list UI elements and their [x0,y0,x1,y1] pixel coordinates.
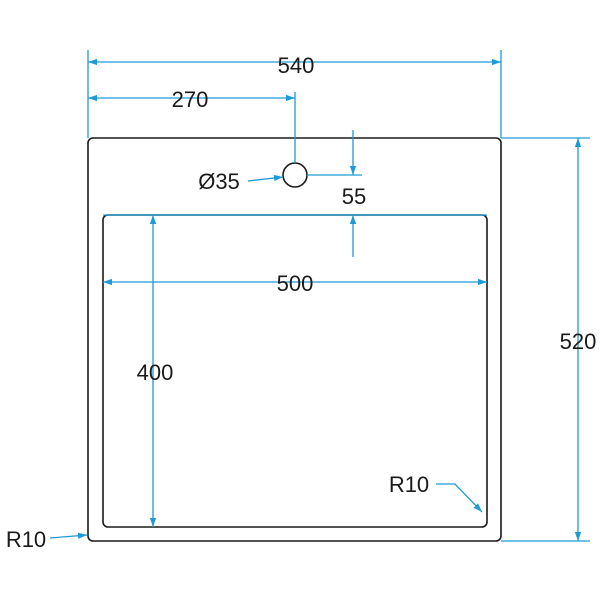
label-bowl-depth: 400 [137,360,174,385]
leader-tap-hole [247,174,284,182]
label-inner-radius: R10 [389,472,429,497]
leader-outer-radius [49,532,88,539]
label-overall-width: 540 [278,53,315,78]
tap-hole [282,162,308,188]
label-tap-to-bowl: 55 [342,184,366,209]
label-outer-radius: R10 [6,527,46,552]
label-overall-depth: 520 [560,329,597,354]
leader-inner-radius [436,483,483,513]
sink-outer-outline [87,137,502,542]
label-bowl-width: 500 [277,271,314,296]
label-tap-offset: 270 [172,87,209,112]
label-tap-hole-diameter: Ø35 [198,169,240,194]
